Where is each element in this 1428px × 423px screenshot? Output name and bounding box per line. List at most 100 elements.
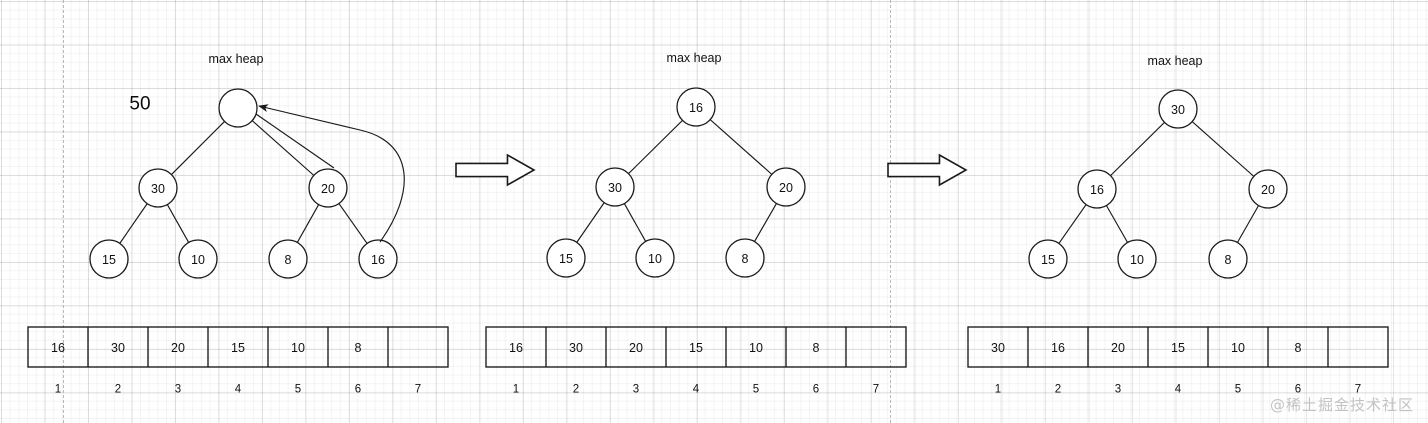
array-index-label: 6 [812, 383, 820, 396]
step-arrow-1 [455, 153, 536, 187]
array-outline [967, 326, 1389, 368]
array-index-label: 4 [1174, 383, 1182, 396]
array-cell-value: 16 [51, 340, 65, 355]
array-cell-value: 10 [749, 340, 763, 355]
array-index-label: 2 [1054, 383, 1062, 396]
tree-node-label: 30 [151, 181, 165, 196]
array-index-label: 3 [1114, 383, 1122, 396]
tree-node-leaf-1 [89, 239, 129, 279]
array-cell-value: 20 [171, 340, 185, 355]
tree-node-label: 16 [1090, 182, 1104, 197]
array-cell-value: 30 [111, 340, 125, 355]
array-index-label: 1 [54, 383, 62, 396]
array-index-label: 2 [114, 383, 122, 396]
tree-edge [296, 204, 320, 243]
array-index-label: 4 [234, 383, 242, 396]
array-cell-value: 15 [1171, 340, 1185, 355]
guide-line-left [63, 0, 64, 423]
tree-node-right-child [1248, 169, 1288, 209]
array-cell-value: 30 [991, 340, 1005, 355]
tree-node-label: 10 [191, 252, 205, 267]
array-index-label: 7 [872, 383, 880, 396]
tree-edge [1191, 121, 1255, 177]
tree-edge [628, 119, 683, 175]
array-cell-value: 16 [509, 340, 523, 355]
array-cell-value: 15 [231, 340, 245, 355]
tree-node-label: 15 [102, 252, 116, 267]
tree-edge [623, 203, 647, 242]
tree-node-leaf-3 [268, 239, 308, 279]
tree-edge [1236, 205, 1260, 243]
tree-node-leaf-2 [1117, 239, 1157, 279]
tree-node-root [676, 87, 716, 127]
tree-node-leaf-1 [546, 238, 586, 278]
array-index-label: 5 [1234, 383, 1242, 396]
array-cell-value: 30 [569, 340, 583, 355]
array-cell-value: 8 [354, 340, 362, 355]
tree-edge [166, 204, 190, 243]
array-index-label: 3 [174, 383, 182, 396]
tree-node-label: 16 [371, 252, 385, 267]
array-cell-value: 8 [812, 340, 820, 355]
tree-node-label: 20 [1261, 182, 1275, 197]
tree-node-left-child [1077, 169, 1117, 209]
tree-node-leaf-1 [1028, 239, 1068, 279]
tree-edge [119, 203, 148, 244]
move-arrow-curved [258, 104, 405, 243]
tree-node-left-child [595, 167, 635, 207]
array-index-label: 7 [1354, 383, 1362, 396]
array-outline [27, 326, 449, 368]
tree-node-right-child [766, 167, 806, 207]
array-index-label: 6 [1294, 383, 1302, 396]
tree-node-leaf-3 [1208, 239, 1248, 279]
array-index-label: 5 [294, 383, 302, 396]
tree-node-label: 15 [1041, 252, 1055, 267]
tree-node-leaf-3 [725, 238, 765, 278]
tree-node-label: 20 [321, 181, 335, 196]
tree-node-label: 16 [689, 100, 703, 115]
guide-line-right [890, 0, 891, 423]
tree-caption: max heap [1147, 53, 1203, 68]
tree-node-root [218, 88, 258, 128]
tree-node-right-child [308, 168, 348, 208]
tree-edge [709, 119, 773, 175]
array-index-label: 2 [572, 383, 580, 396]
tree-node-label: 30 [1171, 102, 1185, 117]
array-cell-value: 10 [291, 340, 305, 355]
array-index-label: 1 [994, 383, 1002, 396]
tree-caption: max heap [666, 50, 722, 65]
array-index-label: 6 [354, 383, 362, 396]
tree-node-leaf-4 [358, 239, 398, 279]
array-cell-value: 15 [689, 340, 703, 355]
tree-node-label: 8 [741, 251, 749, 266]
array-outline [485, 326, 907, 368]
tree-edge [338, 203, 368, 244]
array-cell-value: 20 [629, 340, 643, 355]
array-cell-value: 10 [1231, 340, 1245, 355]
tree-node-label: 20 [779, 180, 793, 195]
array-cell-value: 16 [1051, 340, 1065, 355]
move-arrow-straight [255, 113, 335, 169]
extracted-value-label: 50 [129, 93, 151, 115]
step-arrow-2 [887, 153, 968, 187]
watermark: @稀土掘金技术社区 [1269, 396, 1414, 414]
tree-caption: max heap [208, 51, 264, 66]
tree-node-label: 10 [1130, 252, 1144, 267]
tree-edge [1058, 204, 1087, 244]
tree-node-label: 30 [608, 180, 622, 195]
array-index-label: 7 [414, 383, 422, 396]
tree-edge [576, 202, 605, 243]
tree-node-label: 8 [284, 252, 292, 267]
tree-edge [1105, 205, 1129, 243]
tree-node-label: 10 [648, 251, 662, 266]
tree-node-root [1158, 89, 1198, 129]
tree-node-label: 15 [559, 251, 573, 266]
tree-node-left-child [138, 168, 178, 208]
array-index-label: 3 [632, 383, 640, 396]
tree-edge [171, 121, 225, 175]
array-index-label: 1 [512, 383, 520, 396]
tree-edge [754, 203, 777, 242]
tree-node-label: 8 [1224, 252, 1232, 267]
